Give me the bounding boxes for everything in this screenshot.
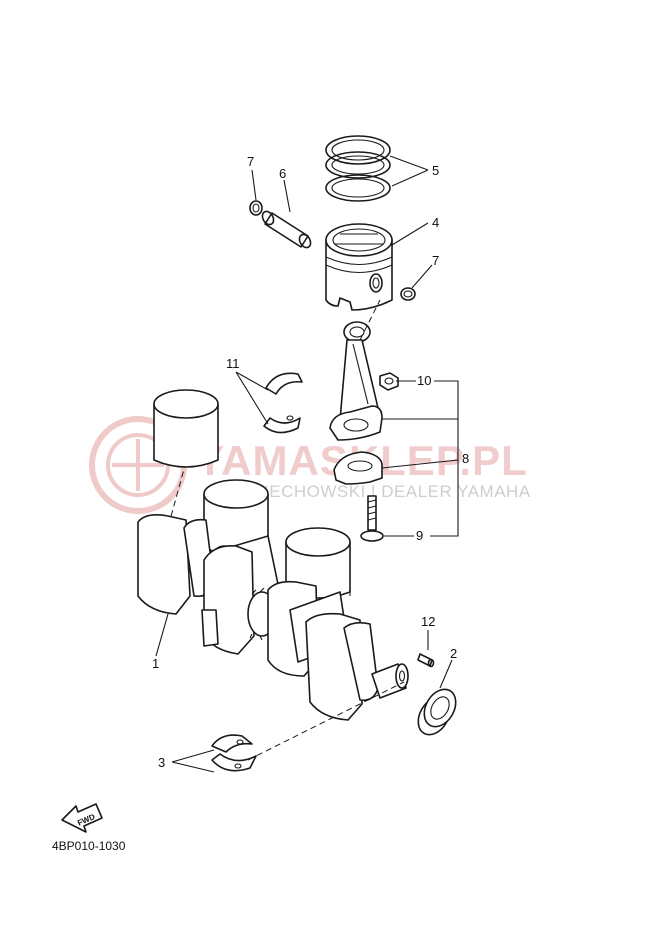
diagram-code: 4BP010-1030 [52, 839, 126, 853]
fwd-arrow-icon: FWD [61, 803, 103, 833]
callout-7-right: 7 [432, 253, 439, 268]
callout-labels: 1 2 3 4 5 6 7 7 8 9 10 11 12 [152, 154, 469, 770]
callout-4: 4 [432, 215, 439, 230]
callout-2: 2 [450, 646, 457, 661]
main-bearing [211, 734, 257, 772]
piston-pin-clip-left [249, 200, 263, 216]
callout-6: 6 [279, 166, 286, 181]
big-end-bearing [263, 372, 303, 434]
callout-5: 5 [432, 163, 439, 178]
rod-nut [379, 372, 399, 391]
callout-11: 11 [226, 356, 240, 371]
piston [325, 223, 393, 311]
callout-12: 12 [421, 614, 435, 629]
crankshaft [137, 514, 409, 721]
dowel-pin [417, 653, 435, 668]
piston-pin-clip-right [400, 287, 416, 301]
piston-pin [261, 210, 312, 249]
callout-1: 1 [152, 656, 159, 671]
watermark-tagline: WOJCIECHOWSKI | DEALER YAMAHA [212, 482, 531, 501]
callout-3: 3 [158, 755, 165, 770]
connecting-rod [329, 321, 383, 485]
callout-7-left: 7 [247, 154, 254, 169]
callout-8: 8 [462, 451, 469, 466]
callout-10: 10 [417, 373, 431, 388]
leader-lines [155, 155, 459, 773]
rod-bolt [360, 495, 384, 542]
callout-9: 9 [416, 528, 423, 543]
piston-ring-set [325, 135, 391, 202]
oil-seal [417, 688, 457, 736]
